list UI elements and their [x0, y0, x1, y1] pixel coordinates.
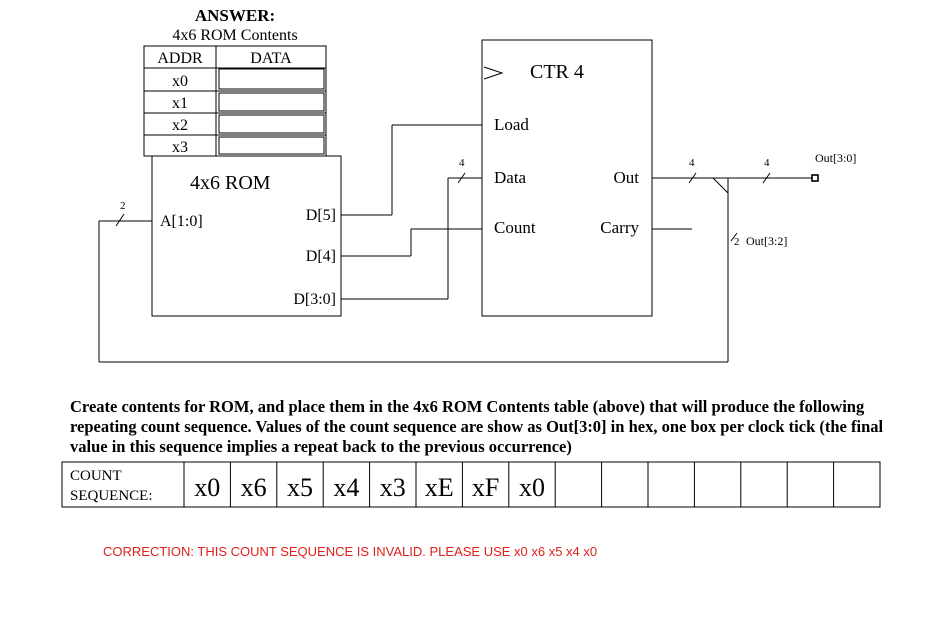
counter-count-label: Count [494, 218, 536, 237]
feedback-width-label: 2 [734, 236, 740, 248]
counter-title: CTR 4 [530, 61, 584, 83]
addr-cell: x2 [172, 117, 188, 134]
rom-address-label: A[1:0] [160, 213, 203, 230]
sequence-value[interactable]: x0 [519, 473, 545, 502]
rom-d4-label: D[4] [306, 248, 336, 265]
correction-note: CORRECTION: THIS COUNT SEQUENCE IS INVAL… [103, 544, 598, 559]
address-width-label: 2 [120, 200, 126, 212]
sequence-value[interactable]: x5 [287, 473, 313, 502]
sequence-label-line1: COUNT [70, 468, 122, 484]
output-bus-label: Out[3:0] [815, 151, 856, 165]
rom-data-cell-x3[interactable] [218, 136, 325, 155]
rom-d30-label: D[3:0] [293, 291, 336, 308]
counter-out-label: Out [614, 168, 640, 187]
output-port-icon [811, 174, 819, 182]
rom-data-cell-x0[interactable] [218, 68, 325, 90]
out-width-label: 4 [689, 157, 695, 169]
addr-cell: x0 [172, 73, 188, 90]
sequence-value[interactable]: xF [472, 473, 499, 502]
rom-data-cell-x1[interactable] [218, 92, 325, 112]
rom-title: 4x6 ROM [190, 172, 271, 194]
addr-cell: x3 [172, 139, 188, 156]
sequence-value[interactable]: x4 [333, 473, 359, 502]
rom-d5-label: D[5] [306, 207, 336, 224]
table-heading: ANSWER: [195, 6, 275, 25]
feedback-bus-label: Out[3:2] [746, 234, 787, 248]
sequence-value[interactable]: x0 [194, 473, 220, 502]
data-column-header: DATA [250, 50, 292, 67]
counter-carry-label: Carry [600, 218, 639, 237]
sequence-label-line2: SEQUENCE: [70, 488, 153, 504]
sequence-value[interactable]: x6 [241, 473, 267, 502]
sequence-value[interactable]: xE [425, 473, 454, 502]
counter-load-label: Load [494, 115, 529, 134]
rom-data-cell-x2[interactable] [218, 114, 325, 134]
instructions: Create contents for ROM, and place them … [70, 397, 884, 456]
addr-cell: x1 [172, 95, 188, 112]
table-subheading: 4x6 ROM Contents [172, 27, 297, 44]
addr-column-header: ADDR [157, 50, 203, 67]
out-width-label: 4 [764, 157, 770, 169]
sequence-value[interactable]: x3 [380, 473, 406, 502]
data-width-label: 4 [459, 157, 465, 169]
rom-block [151, 155, 342, 317]
clock-triangle-icon [483, 66, 504, 80]
counter-data-label: Data [494, 168, 527, 187]
